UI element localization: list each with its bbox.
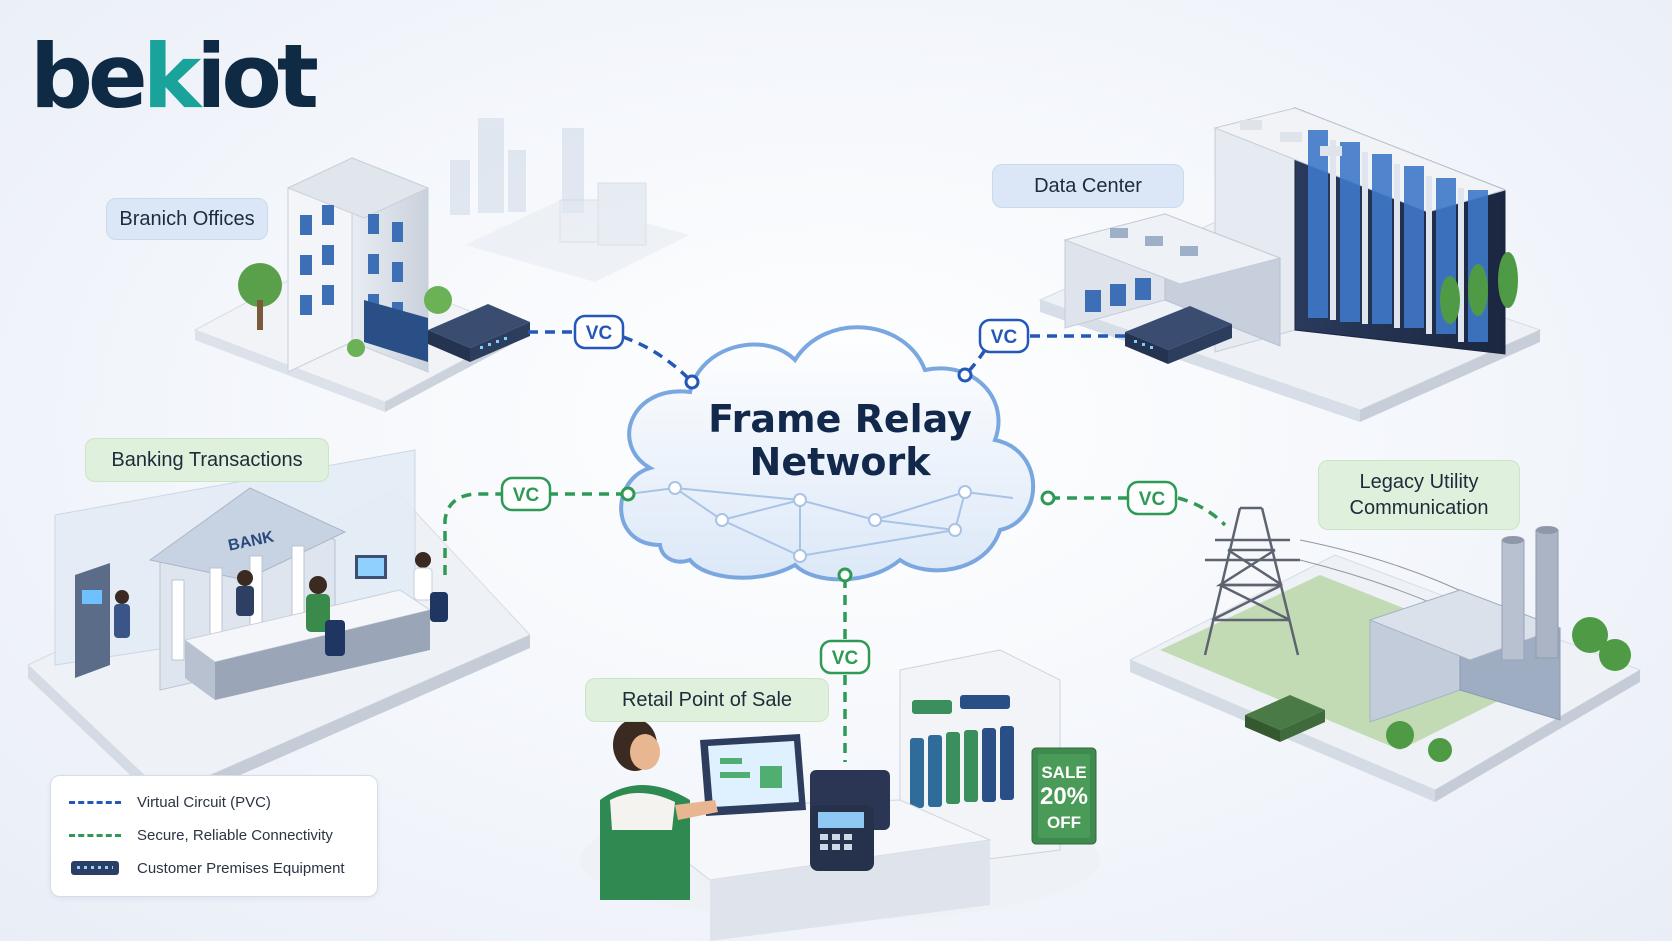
legend-item-pvc-label: Virtual Circuit (PVC)	[137, 793, 271, 811]
vc-badge-utility: VC	[1126, 480, 1178, 516]
sale-sign-line2: 20%	[1040, 783, 1088, 810]
branch-endpoint-dot	[684, 374, 700, 390]
sale-sign-line1: SALE	[1041, 763, 1086, 782]
svg-text:VC: VC	[586, 323, 613, 344]
svg-text:VC: VC	[991, 327, 1018, 348]
retail-pos-label: Retail Point of Sale	[585, 678, 829, 722]
legacy-utility-label: Legacy Utility Communication	[1318, 460, 1520, 530]
banking-endpoint-dot	[620, 486, 636, 502]
datacenter-cpe-device-icon	[1125, 306, 1232, 364]
svg-text:VC: VC	[832, 648, 859, 669]
retail-endpoint-dot	[837, 567, 853, 583]
data-center-label: Data Center	[992, 164, 1184, 208]
frame-relay-cloud	[619, 325, 1036, 582]
banking-transactions-label: Banking Transactions	[85, 438, 329, 482]
logo-text-end: iot	[196, 25, 319, 128]
blue-dashed-line-icon	[69, 795, 121, 809]
legend-item-cpe: Customer Premises Equipment	[69, 856, 345, 880]
legacy-utility-label-line1: Legacy Utility	[1359, 471, 1479, 493]
svg-text:VC: VC	[513, 485, 540, 506]
sale-sign-line3: OFF	[1047, 813, 1081, 832]
legend-item-pvc: Virtual Circuit (PVC)	[69, 790, 271, 814]
utility-illustration	[1128, 506, 1642, 802]
legend-item-cpe-label: Customer Premises Equipment	[137, 859, 345, 877]
retail-illustration	[580, 649, 1100, 941]
legacy-utility-label-line2: Communication	[1349, 497, 1489, 519]
svg-text:VC: VC	[1139, 489, 1166, 510]
cpe-device-icon	[69, 861, 121, 875]
network-title-line2: Network	[749, 440, 931, 484]
network-title-line1: Frame Relay	[708, 397, 972, 441]
green-dashed-line-icon	[69, 828, 121, 842]
legend-box: Virtual Circuit (PVC) Secure, Reliable C…	[50, 775, 378, 897]
legend-item-connectivity-label: Secure, Reliable Connectivity	[137, 826, 333, 844]
data-center-illustration	[1038, 107, 1542, 422]
utility-cpe-device-icon	[1245, 695, 1325, 742]
logo-text-accent: k	[142, 25, 201, 128]
circuit-banking-line	[443, 492, 628, 575]
branch-offices-label: Branich Offices	[106, 198, 268, 240]
branch-cpe-device-icon	[428, 304, 530, 362]
circuit-datacenter-line	[963, 334, 1125, 377]
vc-badge-branch: VC	[573, 314, 625, 350]
legend-item-connectivity: Secure, Reliable Connectivity	[69, 823, 333, 847]
vc-badge-retail: VC	[819, 639, 871, 675]
branch-office-illustration	[193, 118, 690, 412]
network-title: Frame Relay Network	[655, 398, 1025, 484]
vc-badge-banking: VC	[500, 476, 552, 512]
circuit-utility-line	[1050, 496, 1227, 527]
bank-illustration	[27, 449, 531, 808]
logo-text-main: be	[30, 25, 148, 128]
datacenter-endpoint-dot	[957, 367, 973, 383]
vc-badge-datacenter: VC	[978, 318, 1030, 354]
utility-endpoint-dot	[1040, 490, 1056, 506]
circuit-branch-line	[528, 330, 692, 382]
bekiot-logo: bekiot	[30, 32, 319, 122]
